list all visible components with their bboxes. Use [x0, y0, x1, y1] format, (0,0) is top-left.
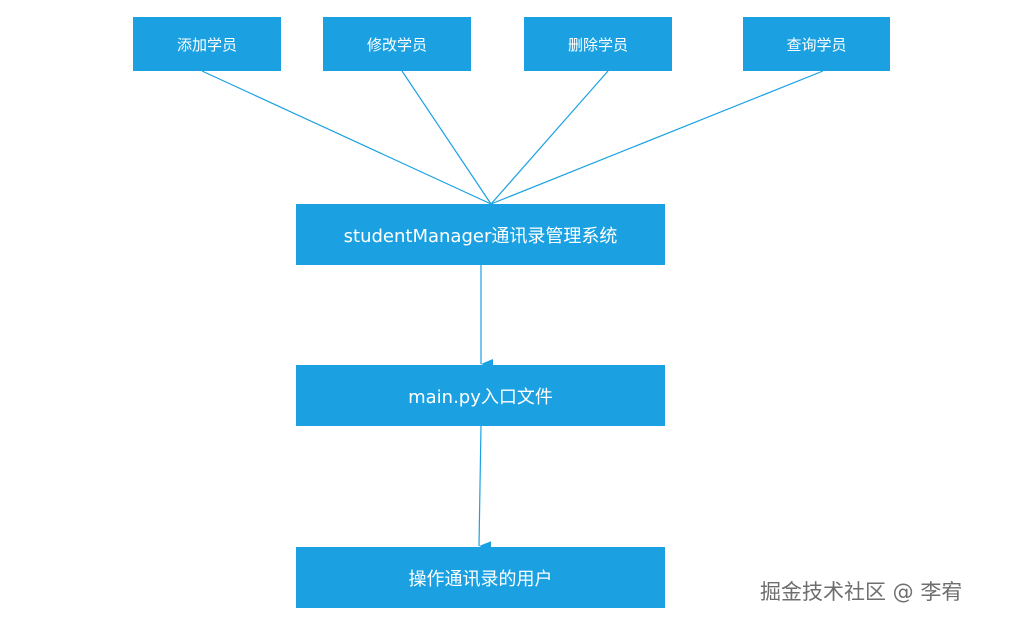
node-add-student: 添加学员: [133, 17, 281, 71]
node-add-student-label: 添加学员: [176, 35, 237, 54]
edge-delete-to-system: [490, 70, 609, 205]
node-user: 操作通讯录的用户: [296, 547, 665, 608]
edge-query-to-system: [490, 70, 824, 205]
node-query-student: 查询学员: [743, 17, 890, 71]
node-query-student-label: 查询学员: [786, 35, 847, 54]
node-system: studentManager通讯录管理系统: [296, 204, 665, 265]
node-user-label: 操作通讯录的用户: [408, 568, 553, 590]
node-modify-student: 修改学员: [323, 17, 471, 71]
node-entry-file-label: main.py入口文件: [408, 386, 553, 408]
node-system-label: studentManager通讯录管理系统: [343, 225, 618, 247]
edge-modify-to-system: [401, 70, 492, 205]
node-entry-file: main.py入口文件: [296, 365, 665, 426]
node-modify-student-label: 修改学员: [366, 35, 427, 54]
watermark: 掘金技术社区 @ 李宥: [760, 580, 963, 604]
node-delete-student-label: 删除学员: [567, 35, 628, 54]
edge-add-to-system: [201, 70, 492, 205]
node-delete-student: 删除学员: [524, 17, 672, 71]
arrow-entry-to-user: [478, 425, 492, 552]
